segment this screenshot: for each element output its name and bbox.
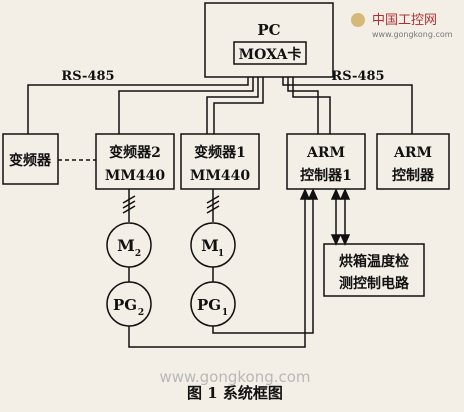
pc-box: PC MOXA卡 [204,2,334,78]
motor-m1-label: M [201,236,219,255]
arm-controller1-box: ARM 控制器1 [286,133,366,190]
inverter2-line1: 变频器2 [109,144,161,161]
inverter-label: 变频器 [9,152,52,169]
rs485-right-label: RS-485 [331,69,384,84]
pg1-label: PG [197,296,221,314]
rs485-bus [27,77,413,134]
pg1-sub: 1 [222,308,228,318]
inverter1-box: 变频器1 MM440 [180,133,260,190]
arm1-line1: ARM [306,145,345,161]
arm-line1: ARM [393,145,432,161]
pg2-sub: 2 [138,308,144,318]
motor-m2-sub: 2 [135,249,141,259]
arm-line2: 控制器 [392,167,435,184]
inverter1-line2: MM440 [190,168,250,184]
inverter2-line2: MM440 [105,168,165,184]
pc-label: PC [257,21,280,39]
inverter2-box: 变频器2 MM440 [95,133,175,190]
rs485-left-label: RS-485 [61,69,114,84]
arm1-line2: 控制器1 [300,167,352,184]
inverter1-line1: 变频器1 [194,144,246,161]
moxa-card-box [233,41,307,65]
oven-line1: 烘箱温度检 [339,253,409,270]
motor-m2-label: M [117,236,135,255]
oven-line2: 测控制电路 [339,275,410,292]
motor-m1: M 1 [190,222,236,268]
figure-caption: 图 1 系统框图 [187,384,283,402]
arm-controller-box: ARM 控制器 [376,133,450,190]
encoder-feedback-lines [128,188,319,348]
pg2-label: PG [113,296,137,314]
oven-temp-control-box: 烘箱温度检 测控制电路 [323,243,425,297]
watermark-url-top: www.gongkong.com [372,30,453,39]
encoder-pg1: PG 1 [190,281,236,327]
watermark-url-bottom: www.gongkong.com [159,368,310,386]
gongkong-logo-icon [351,13,365,27]
moxa-card-label: MOXA卡 [239,46,302,63]
inverter-box: 变频器 [2,133,59,185]
encoder-pg2: PG 2 [106,281,152,327]
arm1-oven-link [330,188,351,246]
three-phase-links [122,189,220,222]
top-watermark: 中国工控网 www.gongkong.com [351,13,453,39]
motor-m1-sub: 1 [218,249,224,259]
watermark-brand: 中国工控网 [372,13,437,28]
motor-m2: M 2 [106,222,152,268]
